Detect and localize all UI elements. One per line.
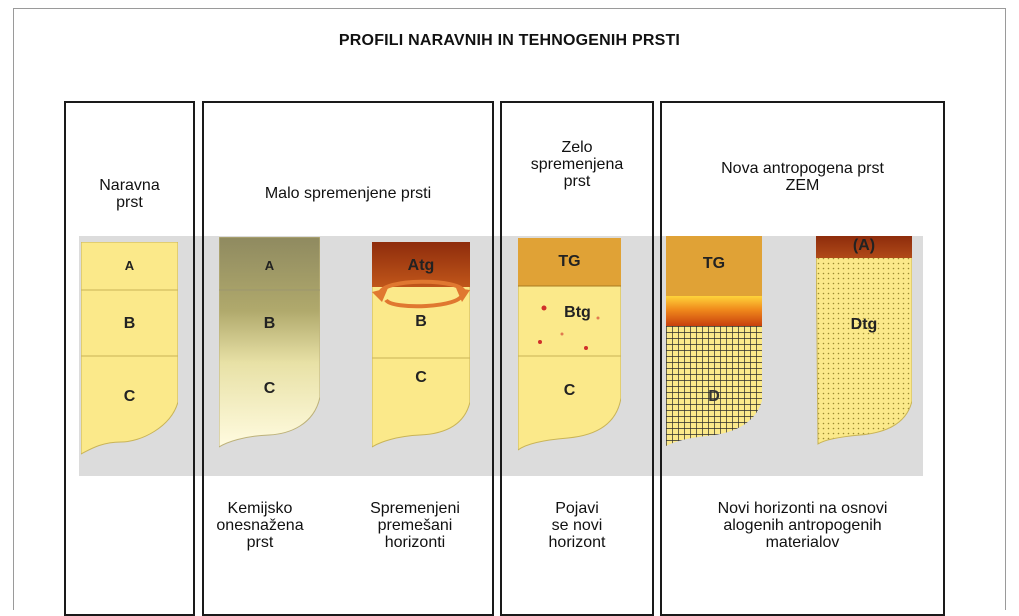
horizon-label: TG [558, 253, 581, 270]
profile-mixed: Atg B C [372, 242, 470, 457]
horizon-label: D [708, 388, 720, 405]
horizon-label: (A) [852, 237, 876, 254]
horizon-label: A [124, 258, 135, 273]
horizon-label: Atg [407, 257, 435, 274]
horizon-label: B [123, 315, 136, 332]
horizon-label: Dtg [850, 316, 878, 333]
horizon-label: A [264, 258, 275, 273]
profile-new-horizon: TG Btg C [518, 238, 621, 458]
horizon-label: C [563, 382, 576, 399]
horizon-label: B [415, 313, 427, 330]
heading-slightly-changed: Malo spremenjene prsti [264, 185, 432, 202]
figure-frame [13, 8, 1006, 610]
profile-natural: A B C [81, 242, 178, 457]
horizon-label: TG [702, 255, 726, 272]
horizon-label: C [263, 380, 276, 397]
figure-title: PROFILI NARAVNIH IN TEHNOGENIH PRSTI [338, 32, 681, 49]
profile-polluted: A B C [219, 237, 320, 457]
horizon-label: Btg [564, 304, 591, 321]
horizon-label: C [123, 388, 136, 405]
profile-zem-left: TG D [666, 236, 762, 456]
horizon-label: C [415, 369, 427, 386]
profile-zem-right: (A) Dtg [816, 236, 912, 456]
horizon-label: B [263, 315, 276, 332]
